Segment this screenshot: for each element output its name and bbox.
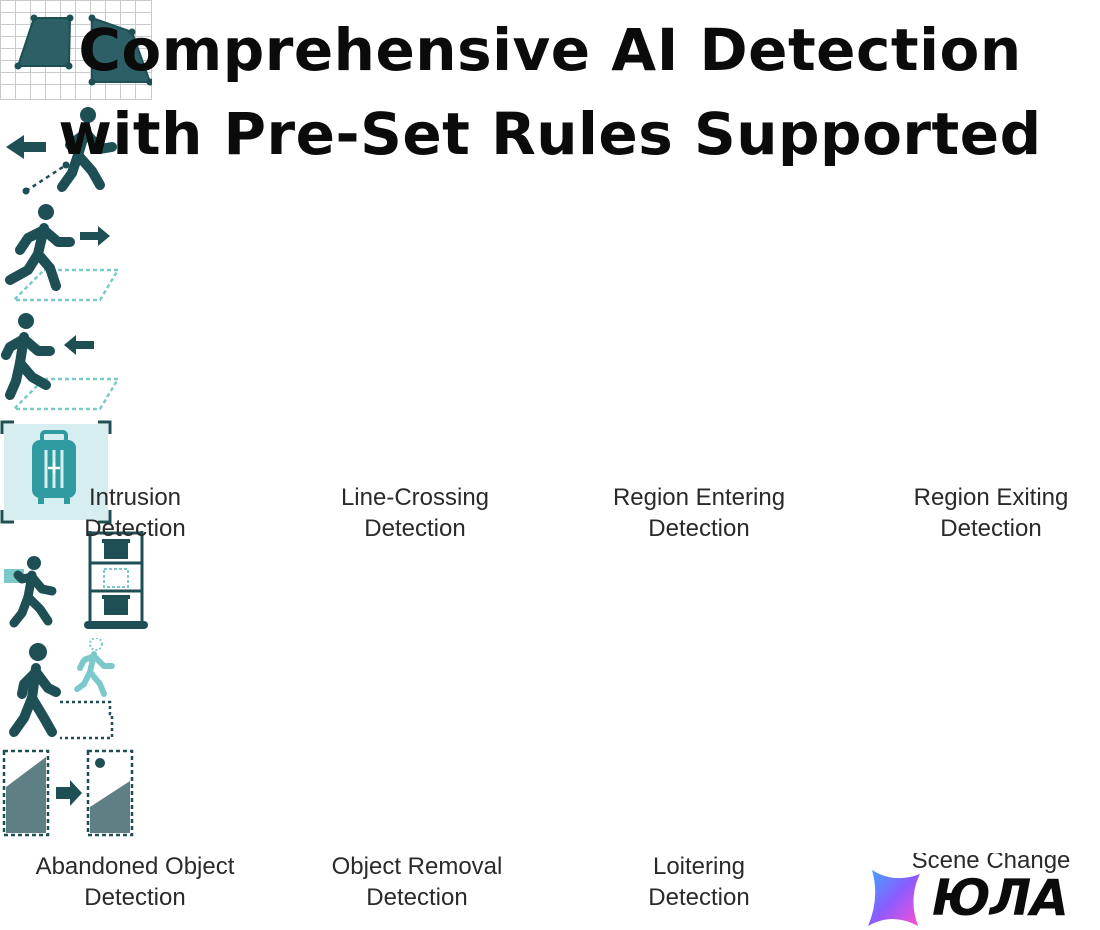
page-title: Comprehensive AI Detection with Pre-Set …	[0, 8, 1100, 176]
feature-abandoned-object-detection: Abandoned Object Detection	[0, 420, 1100, 911]
feature-label: Region Exiting Detection	[913, 484, 1069, 542]
feature-label: Intrusion Detection	[84, 484, 186, 542]
feature-label: Object Removal Detection	[331, 853, 503, 911]
feature-label: Loitering Detection	[648, 853, 750, 911]
feature-object-removal-detection: Object Removal Detection	[0, 529, 1100, 911]
abandoned-object-icon	[0, 420, 112, 524]
feature-scene-change-detection: Scene Change	[0, 747, 1100, 874]
line-crossing-icon	[6, 107, 117, 195]
feature-region-exiting-detection: Region Exiting Detection	[0, 311, 1100, 542]
feature-loitering-detection: Loitering Detection	[0, 637, 1100, 911]
loitering-icon	[9, 637, 115, 740]
scene-change-icon	[2, 749, 134, 837]
star-logo-icon	[868, 870, 920, 926]
watermark-logo: ЮЛА	[862, 866, 1100, 930]
title-line-2: with Pre-Set Rules Supported	[58, 100, 1042, 168]
feature-label: Abandoned Object Detection	[35, 853, 235, 911]
feature-label: Line-Crossing Detection	[340, 484, 490, 542]
region-exiting-icon	[1, 313, 121, 411]
feature-label: Scene Change	[911, 853, 1071, 874]
region-entering-icon	[5, 204, 121, 302]
title-line-1: Comprehensive AI Detection	[78, 16, 1022, 84]
feature-label: Region Entering Detection	[612, 484, 786, 542]
intrusion-icon	[0, 0, 154, 100]
feature-region-entering-detection: Region Entering Detection	[0, 202, 1100, 542]
feature-intrusion-detection: Intrusion Detection	[0, 0, 1100, 542]
feature-line-crossing-detection: Line-Crossing Detection	[0, 105, 1100, 542]
logo-text: ЮЛА	[932, 869, 1069, 927]
object-removal-icon	[4, 531, 148, 629]
